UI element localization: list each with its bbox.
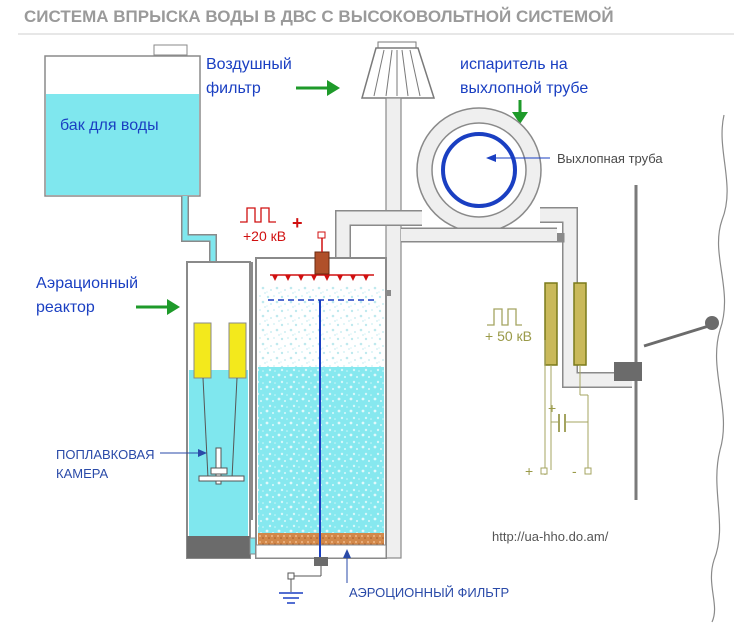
hv-injector	[314, 251, 330, 275]
spray-rail	[270, 231, 374, 281]
throttle-lever	[643, 323, 713, 348]
float-chamber-label: ПОПЛАВКОВАЯ КАМЕРА	[56, 447, 158, 481]
air-filter-cap	[377, 41, 417, 49]
throttle-pivot	[705, 316, 719, 330]
manifold-block	[614, 362, 642, 381]
float-right	[228, 322, 247, 379]
float-valve-seat	[210, 467, 228, 475]
electrode-right	[573, 282, 587, 366]
voltage-50kv-label: + 50 кВ	[485, 328, 532, 344]
air-intake-pipe	[385, 97, 402, 559]
air-filter	[361, 41, 436, 99]
evaporator-label: испаритель на выхлопной трубе	[460, 56, 588, 97]
water-tank-label: бак для воды	[60, 117, 159, 134]
terminal-minus	[584, 467, 592, 475]
arrow-down-icon	[512, 100, 528, 124]
capacitor-icon	[558, 414, 566, 432]
aeration-filter-label: АЭРОЦИОННЫЙ ФИЛЬТР	[349, 585, 509, 600]
hv-electrodes-50kv	[544, 282, 587, 366]
aeration-reactor-label-line-2: реактор	[36, 299, 95, 316]
terminal-plus-label: +	[525, 463, 533, 479]
float-chamber-label-line-2: КАМЕРА	[56, 466, 109, 481]
float-chamber-label-line-1: ПОПЛАВКОВАЯ	[56, 447, 155, 462]
air-filter-body	[361, 47, 436, 99]
evaporator-label-line-1: испаритель на	[460, 56, 568, 73]
source-url: http://ua-hho.do.am/	[492, 529, 609, 544]
square-pulse-icon-50kv	[487, 308, 522, 326]
aeration-reactor-label: Аэрационный реактор	[36, 275, 143, 316]
terminal-plus	[540, 467, 548, 475]
exhaust-pipe-pointer-head	[486, 154, 496, 162]
voltage-20kv-label: +20 кВ	[243, 228, 286, 244]
terminal-minus-label: -	[572, 463, 577, 479]
tank-water	[46, 94, 199, 195]
arrow-right-icon	[136, 299, 180, 315]
air-filter-label-line-2: фильтр	[206, 80, 261, 97]
exhaust-pipe-circle	[441, 132, 517, 208]
reactor-to-evaporator-pipe-inner	[336, 211, 422, 258]
engine-break-line	[710, 114, 728, 623]
hv-circuit-50kv	[544, 340, 589, 475]
float-chamber-base	[187, 536, 250, 558]
tank-feed-pipe-water	[182, 196, 216, 280]
ground-symbol-icon	[279, 557, 328, 604]
air-filter-label: Воздушный фильтр	[206, 56, 296, 97]
capacitor-plus-label: +	[548, 400, 556, 416]
diagram-title: СИСТЕМА ВПРЫСКА ВОДЫ В ДВС С ВЫСОКОВОЛЬТ…	[24, 7, 614, 26]
hv-terminal-20kv	[317, 231, 326, 239]
float-rod-right	[231, 377, 238, 479]
aeration-reactor-label-line-1: Аэрационный	[36, 275, 138, 292]
float-valve-needle	[215, 447, 222, 485]
exhaust-pipe-label: Выхлопная труба	[557, 151, 663, 166]
electrode-left	[544, 282, 558, 366]
water-tank: бак для воды	[44, 44, 201, 197]
air-filter-label-line-1: Воздушный	[206, 56, 292, 73]
hv-plus-label: +	[292, 213, 303, 233]
arrow-right-icon	[296, 80, 340, 96]
float-chamber-pointer-head	[198, 449, 207, 457]
float-valve-bar	[198, 475, 245, 482]
evaporator-label-line-2: выхлопной трубе	[460, 80, 588, 97]
square-pulse-icon-20kv	[240, 207, 276, 223]
intake-check-valve	[385, 290, 391, 296]
evaporator-to-manifold-pipe-inner	[540, 208, 632, 387]
float-left	[193, 322, 212, 379]
float-rod-left	[202, 377, 209, 479]
aeration-filter-pointer-head	[343, 549, 351, 558]
tank-cap	[153, 44, 188, 56]
float-chamber	[186, 261, 251, 559]
evaporator-coil	[416, 107, 542, 233]
